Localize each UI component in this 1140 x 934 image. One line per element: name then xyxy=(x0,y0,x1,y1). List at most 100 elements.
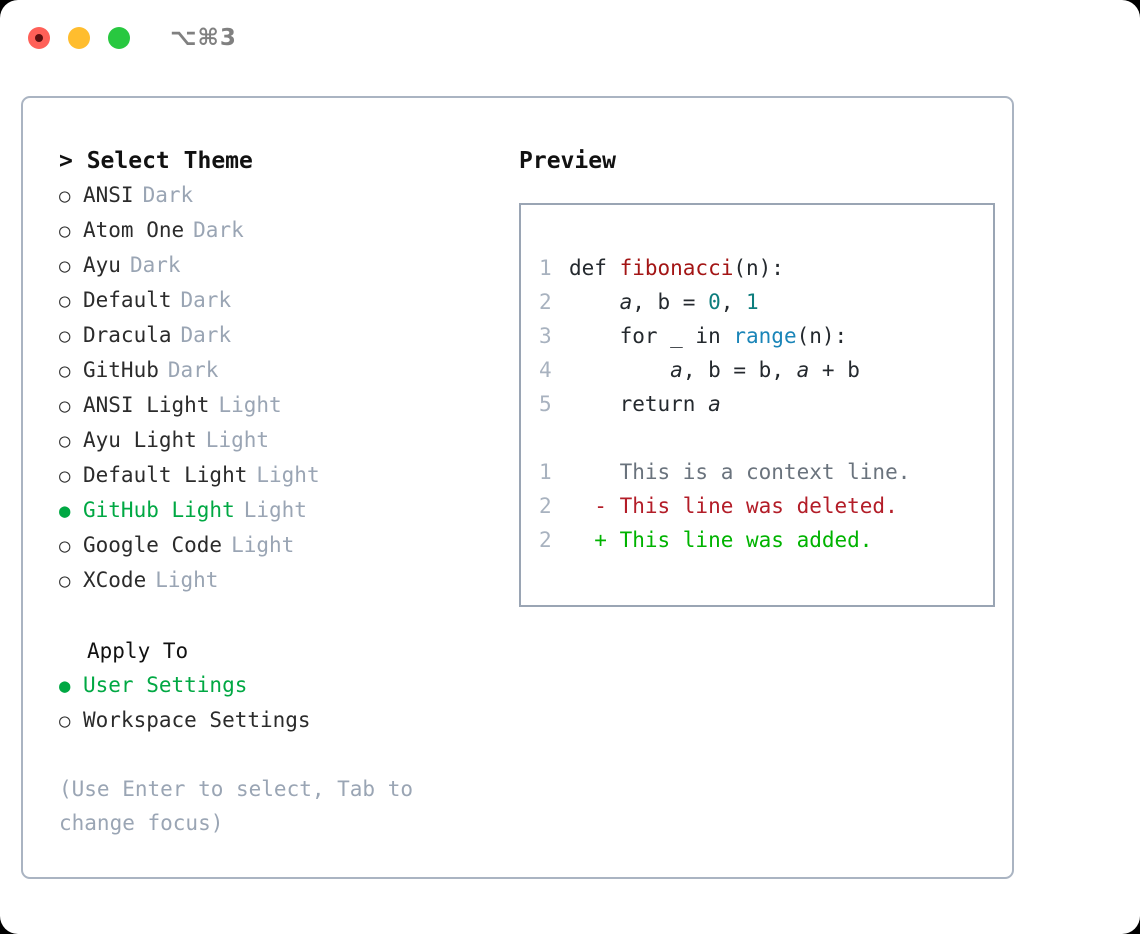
code-token-plain: def xyxy=(569,256,620,280)
radio-selected-icon: ● xyxy=(59,675,71,697)
theme-option-category: Light xyxy=(231,533,295,557)
radio-unselected-icon: ○ xyxy=(59,360,71,382)
theme-option-label: ANSI Light xyxy=(83,393,210,417)
theme-option-github[interactable]: ○ GitHub Dark xyxy=(59,353,501,388)
radio-unselected-icon: ○ xyxy=(59,325,71,347)
code-token-plain xyxy=(569,358,670,382)
maximize-button[interactable] xyxy=(108,27,130,49)
code-token-variable: a xyxy=(796,358,810,382)
code-token-variable: a xyxy=(619,290,633,314)
theme-option-label: GitHub Light xyxy=(83,498,235,522)
theme-option-category: Light xyxy=(243,498,307,522)
theme-option-category: Light xyxy=(155,568,219,592)
diff-line-context: 1 This is a context line. xyxy=(539,455,993,489)
diff-line-deleted: 2 - This line was deleted. xyxy=(539,489,993,523)
code-line-number: 3 xyxy=(539,324,552,348)
code-line-text: def fibonacci(n): xyxy=(569,251,784,285)
theme-option-category: Dark xyxy=(142,183,194,207)
code-token-plain: , xyxy=(720,290,747,314)
theme-option-label: Google Code xyxy=(83,533,223,557)
radio-unselected-icon: ○ xyxy=(59,710,71,732)
code-token-plain: (n): xyxy=(733,256,784,280)
theme-option-ansi-light[interactable]: ○ ANSI Light Light xyxy=(59,388,501,423)
theme-option-label: Atom One xyxy=(83,218,185,242)
traffic-lights xyxy=(28,27,130,49)
code-token-plain: (n): xyxy=(796,324,848,348)
theme-option-category: Dark xyxy=(180,323,232,347)
theme-option-google-code[interactable]: ○ Google Code Light xyxy=(59,528,501,563)
theme-option-label: GitHub xyxy=(83,358,159,382)
radio-unselected-icon: ○ xyxy=(59,395,71,417)
radio-unselected-icon: ○ xyxy=(59,255,71,277)
keyboard-hint: (Use Enter to select, Tab to change focu… xyxy=(59,777,426,835)
theme-option-category: Light xyxy=(256,463,320,487)
apply-to-option-user-settings[interactable]: ● User Settings xyxy=(59,668,501,703)
code-diff-spacer xyxy=(539,421,993,455)
code-token-plain: , b = xyxy=(632,290,709,314)
theme-option-label: Default Light xyxy=(83,463,248,487)
theme-option-label: ANSI xyxy=(83,183,134,207)
code-token-variable: a xyxy=(670,358,683,382)
theme-option-default[interactable]: ○ Default Dark xyxy=(59,283,501,318)
apply-to-section: Apply To ● User Settings ○ Workspace Settin… xyxy=(59,634,501,738)
radio-unselected-icon: ○ xyxy=(59,535,71,557)
code-line: 2 a, b = 0, 1 xyxy=(539,285,993,319)
theme-option-ansi[interactable]: ○ ANSI Dark xyxy=(59,178,501,213)
theme-option-category: Light xyxy=(205,428,270,452)
code-token-plain xyxy=(569,290,620,314)
code-line-number: 1 xyxy=(539,256,552,280)
code-line: 4 a, b = b, a + b xyxy=(539,353,993,387)
code-token-number: 1 xyxy=(746,290,759,314)
diff-line-text: This is a context line. xyxy=(569,460,911,484)
title-bar: ⌥⌘3 xyxy=(0,0,1140,76)
code-token-variable: a xyxy=(708,392,721,416)
preview-header: Preview xyxy=(519,148,616,174)
theme-option-category: Dark xyxy=(167,358,219,382)
code-token-function: fibonacci xyxy=(619,256,734,280)
radio-unselected-icon: ○ xyxy=(59,220,71,242)
diff-line-number: 2 xyxy=(539,494,552,518)
theme-option-category: Dark xyxy=(180,288,232,312)
apply-to-option-label: Workspace Settings xyxy=(83,708,311,732)
radio-unselected-icon: ○ xyxy=(59,570,71,592)
apply-to-option-label: User Settings xyxy=(83,673,248,697)
theme-option-label: Default xyxy=(83,288,172,312)
theme-option-ayu[interactable]: ○ Ayu Dark xyxy=(59,248,501,283)
diff-line-added: 2 + This line was added. xyxy=(539,523,993,557)
apply-to-header: Apply To xyxy=(87,639,189,663)
diff-line-number: 1 xyxy=(539,460,552,484)
keyboard-shortcut-label: ⌥⌘3 xyxy=(170,25,237,51)
code-line-number: 2 xyxy=(539,290,552,314)
theme-option-label: Dracula xyxy=(83,323,172,347)
code-line-text: return a xyxy=(569,387,721,421)
radio-unselected-icon: ○ xyxy=(59,185,71,207)
code-line: 5 return a xyxy=(539,387,993,421)
code-token-number: 0 xyxy=(708,290,721,314)
code-line-number: 4 xyxy=(539,358,552,382)
theme-option-category: Light xyxy=(218,393,282,417)
close-button[interactable] xyxy=(28,27,50,49)
theme-option-category: Dark xyxy=(129,253,181,277)
apply-to-option-workspace-settings[interactable]: ○ Workspace Settings xyxy=(59,703,501,738)
theme-option-dracula[interactable]: ○ Dracula Dark xyxy=(59,318,501,353)
select-theme-header: > Select Theme xyxy=(59,148,253,174)
minimize-button[interactable] xyxy=(68,27,90,49)
diff-line-text: - This line was deleted. xyxy=(569,494,898,518)
theme-option-label: Ayu Light xyxy=(83,428,197,452)
code-line-number: 5 xyxy=(539,392,552,416)
theme-option-label: Ayu xyxy=(83,253,121,277)
radio-unselected-icon: ○ xyxy=(59,290,71,312)
code-token-plain: , b = b, xyxy=(682,358,797,382)
